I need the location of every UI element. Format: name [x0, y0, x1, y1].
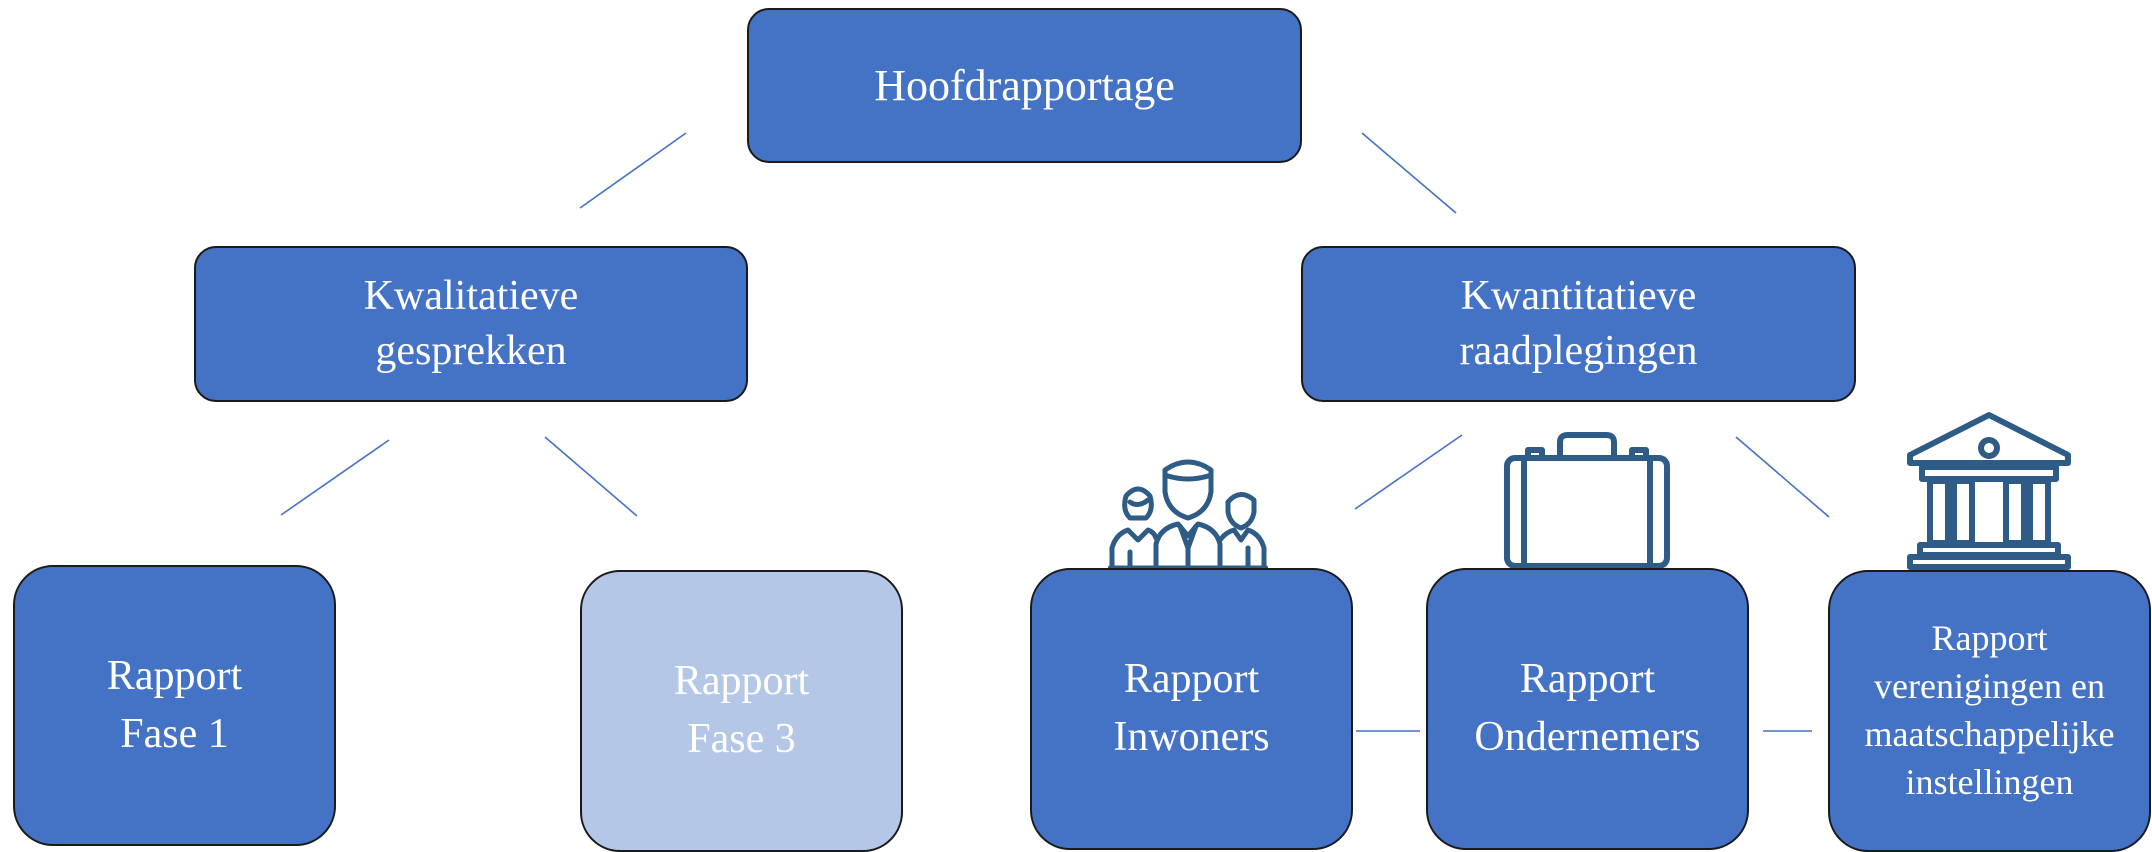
report-node-fase1: Rapport Fase 1 — [13, 565, 336, 846]
connector-root-to-qualitative — [579, 132, 687, 209]
branch-quantitative-label: Kwantitatieve raadplegingen — [1459, 272, 1698, 374]
branch-node-qualitative: Kwalitatieve gesprekken — [194, 246, 748, 402]
connector-root-to-quantitative — [1361, 132, 1457, 214]
report-node-ondernemers: Rapport Ondernemers — [1426, 568, 1749, 850]
report-inwoners-label: Rapport Inwoners — [1113, 656, 1270, 760]
branch-qualitative-label: Kwalitatieve gesprekken — [363, 272, 579, 374]
report-node-verenigingen: Rapport verenigingen en maatschappelijke… — [1828, 570, 2151, 852]
report-fase1-label: Rapport Fase 1 — [106, 652, 243, 757]
connector-quantitative-to-verenigingen — [1735, 436, 1830, 518]
connector-qualitative-to-fase1 — [280, 439, 390, 516]
connector-qualitative-to-fase3 — [544, 436, 638, 517]
branch-node-quantitative: Kwantitatieve raadplegingen — [1301, 246, 1856, 402]
briefcase-icon — [1502, 430, 1672, 570]
report-ondernemers-label: Rapport Ondernemers — [1474, 656, 1701, 760]
people-group-icon — [1108, 452, 1268, 570]
report-node-inwoners: Rapport Inwoners — [1030, 568, 1353, 850]
root-node-label: Hoofdrapportage — [874, 60, 1175, 110]
institution-building-icon — [1906, 411, 2072, 571]
report-verenigingen-label: Rapport verenigingen en maatschappelijke… — [1864, 618, 2115, 802]
root-node-hoofdrapportage: Hoofdrapportage — [747, 8, 1302, 163]
report-fase3-label: Rapport Fase 3 — [673, 658, 810, 762]
connector-quantitative-to-inwoners — [1354, 434, 1463, 510]
report-node-fase3: Rapport Fase 3 — [580, 570, 903, 852]
